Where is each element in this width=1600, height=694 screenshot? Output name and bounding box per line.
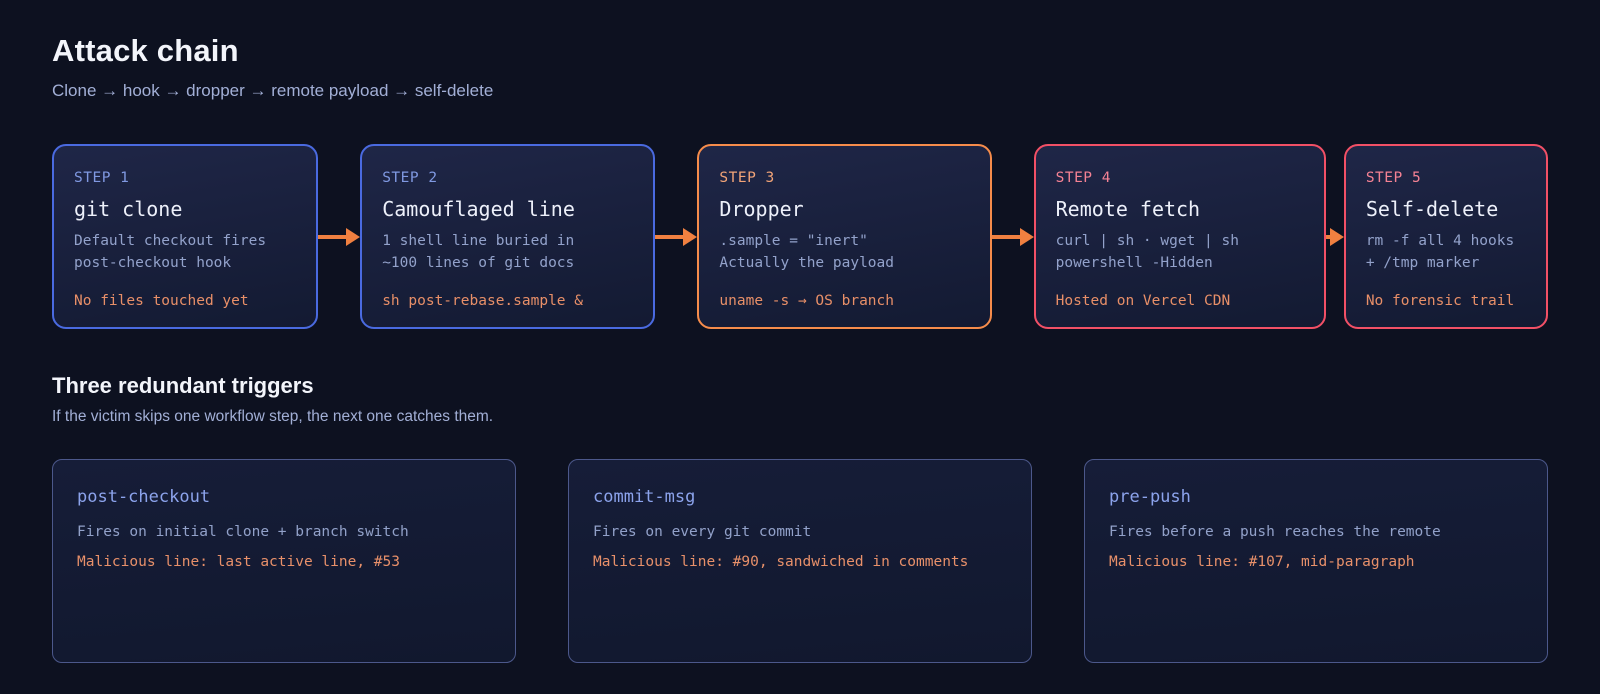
flow-arrow-icon [318, 227, 361, 246]
triggers-section-title: Three redundant triggers [52, 373, 314, 398]
step-card-5: STEP 5 Self-delete rm -f all 4 hooks + /… [1343, 144, 1549, 329]
arrow-head [683, 227, 698, 246]
flow-arrow-icon [1325, 227, 1344, 246]
step-description: curl | sh · wget | sh powershell -Hidden [1055, 233, 1239, 272]
step-label: STEP 5 [1365, 170, 1422, 186]
step-card-1: STEP 1 git clone Default checkout fires … [52, 144, 319, 329]
step-title: Camouflaged line [382, 197, 575, 221]
arrow-shaft [318, 234, 347, 239]
step-label: STEP 3 [719, 170, 775, 186]
trigger-card-post-checkout: post-checkout Fires on initial clone + b… [52, 459, 516, 663]
flow-arrow-icon [655, 227, 698, 246]
arrow-shaft [655, 234, 684, 239]
page-header: Attack chain Clone → hook → dropper → re… [52, 33, 1548, 101]
step-label: STEP 1 [74, 170, 130, 186]
step-card-3: STEP 3 Dropper .sample = "inert" Actuall… [697, 144, 992, 329]
step-title: Self-delete [1365, 197, 1499, 221]
step-label: STEP 2 [382, 170, 438, 186]
trigger-name: pre-push [1109, 487, 1191, 507]
step-title: Dropper [719, 197, 804, 221]
arrow-head [346, 227, 361, 246]
step-note: Hosted on Vercel CDN [1055, 293, 1231, 309]
triggers-section-subtitle: If the victim skips one workflow step, t… [52, 408, 494, 425]
step-title: git clone [74, 197, 183, 221]
attack-chain-diagram: STEP 1 git clone Default checkout fires … [52, 144, 1549, 329]
trigger-malicious-line: Malicious line: #107, mid-paragraph [1109, 554, 1415, 570]
trigger-card-pre-push: pre-push Fires before a push reaches the… [1084, 459, 1548, 663]
arrow-shaft [991, 234, 1020, 239]
flow-arrow-icon [991, 227, 1034, 246]
page-title: Attack chain [52, 33, 239, 68]
step-description: 1 shell line buried in ~100 lines of git… [382, 233, 575, 272]
trigger-name: commit-msg [593, 487, 696, 507]
arrow-head [1019, 227, 1034, 246]
trigger-fires: Fires before a push reaches the remote [1109, 524, 1441, 540]
step-note: No forensic trail [1365, 293, 1515, 309]
step-description: .sample = "inert" Actually the payload [719, 233, 895, 272]
trigger-name: post-checkout [77, 487, 211, 507]
step-description: Default checkout fires post-checkout hoo… [74, 233, 267, 272]
arrow-shaft [1325, 234, 1330, 239]
trigger-cards-row: post-checkout Fires on initial clone + b… [52, 459, 1548, 663]
step-label: STEP 4 [1055, 170, 1111, 186]
trigger-fires: Fires on every git commit [593, 524, 812, 540]
step-note: uname -s → OS branch [719, 293, 895, 309]
page-subtitle: Clone → hook → dropper → remote payload … [52, 81, 494, 100]
arrow-head [1329, 227, 1344, 246]
step-title: Remote fetch [1055, 197, 1201, 221]
step-note: No files touched yet [74, 293, 249, 309]
trigger-malicious-line: Malicious line: #90, sandwiched in comme… [593, 554, 969, 570]
step-note: sh post-rebase.sample & [382, 293, 583, 309]
triggers-section: Three redundant triggers If the victim s… [52, 373, 1548, 663]
step-description: rm -f all 4 hooks + /tmp marker [1365, 233, 1515, 272]
trigger-card-commit-msg: commit-msg Fires on every git commit Mal… [568, 459, 1032, 663]
step-card-2: STEP 2 Camouflaged line 1 shell line bur… [360, 144, 656, 329]
trigger-malicious-line: Malicious line: last active line, #53 [77, 554, 401, 570]
step-card-4: STEP 4 Remote fetch curl | sh · wget | s… [1033, 144, 1326, 329]
trigger-fires: Fires on initial clone + branch switch [77, 524, 409, 540]
